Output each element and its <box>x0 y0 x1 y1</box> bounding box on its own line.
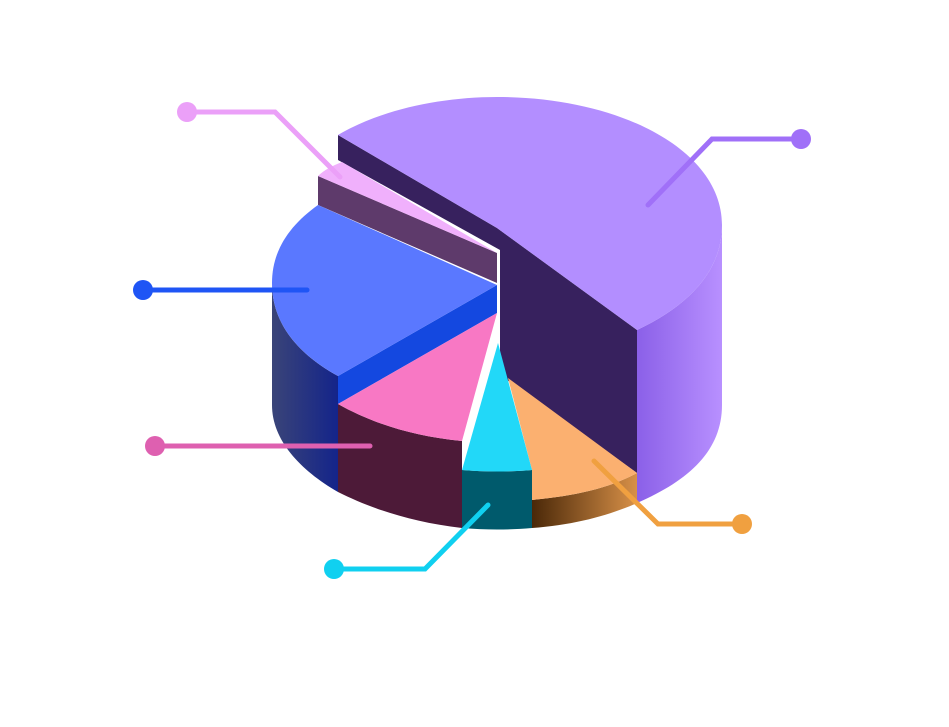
callout-purple <box>645 129 811 208</box>
slice-blue-front <box>338 285 497 404</box>
callout-cyan <box>324 502 491 579</box>
callout-dot <box>732 514 752 534</box>
callout-light-pink <box>177 102 343 180</box>
slice-pink-side <box>338 404 462 528</box>
slice-purple-side <box>637 225 722 503</box>
callout-dot <box>133 280 153 300</box>
pie-slice-purple <box>338 97 722 503</box>
slice-light-pink-top <box>318 162 497 253</box>
callout-orange <box>591 458 752 534</box>
callout-dot <box>177 102 197 122</box>
callout-pink <box>145 436 373 456</box>
callout-dot <box>145 436 165 456</box>
slice-light-pink-front <box>318 176 497 283</box>
callout-line <box>184 109 343 180</box>
callout-dot <box>791 129 811 149</box>
slice-orange-side <box>532 473 637 528</box>
callout-dot <box>324 559 344 579</box>
slice-purple-cut-face <box>338 135 637 473</box>
callout-line <box>331 502 491 572</box>
slice-cyan-top <box>462 343 532 472</box>
slice-purple-top <box>338 97 722 330</box>
slice-pink-top <box>338 313 497 441</box>
pie-slice-light-pink <box>318 162 497 283</box>
pie-slice-pink <box>338 313 497 528</box>
callout-line <box>591 458 745 527</box>
pie-slice-blue <box>272 205 497 492</box>
slice-blue-top <box>272 205 497 376</box>
callout-line <box>645 136 804 208</box>
callout-blue <box>133 280 310 300</box>
slice-blue-side <box>272 283 338 492</box>
